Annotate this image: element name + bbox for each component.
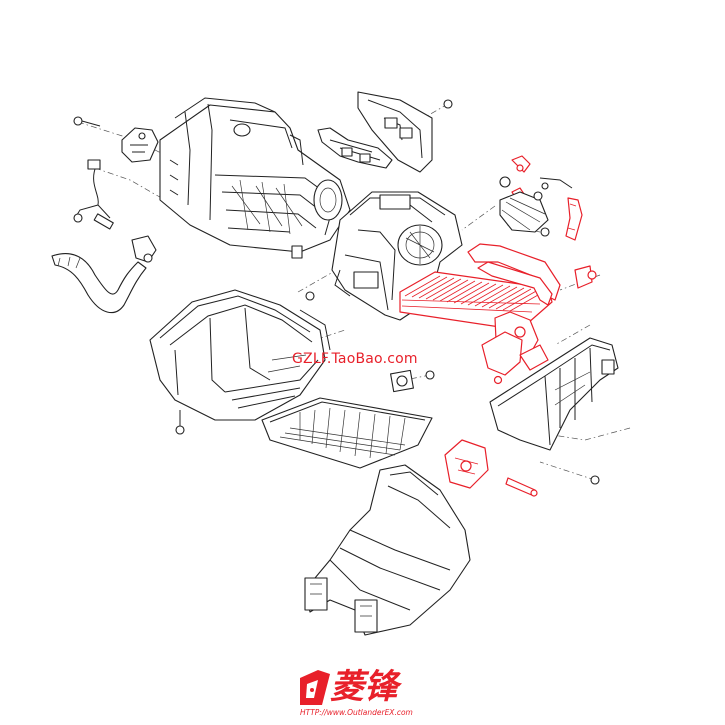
heater-core-highlighted — [399, 243, 597, 385]
linkage-parts-highlighted — [511, 155, 583, 241]
screw-top-left — [73, 116, 101, 127]
damper-actuator-left — [121, 127, 159, 163]
resistor-module — [317, 127, 393, 169]
air-filter — [261, 397, 433, 469]
foot-duct-right — [489, 337, 619, 485]
wire-harness-left — [73, 159, 114, 230]
heater-core-fins — [401, 275, 546, 313]
watermark-text: GZLF.TaoBao.com — [292, 351, 418, 367]
mode-actuator-highlighted — [444, 439, 538, 497]
temp-sensor — [390, 369, 435, 393]
upper-blower-case — [159, 97, 351, 259]
lower-air-mixing-case — [149, 289, 331, 435]
rear-floor-duct — [304, 464, 471, 636]
top-bracket — [357, 91, 453, 173]
brand-url: HTTP://www.OutlanderEX.com — [300, 708, 413, 717]
damper-gear — [499, 176, 573, 237]
brand-logo-mark — [300, 670, 330, 705]
drain-clip — [131, 235, 157, 263]
brand-logo-text: 菱锋 — [330, 667, 398, 707]
drain-hose — [51, 253, 147, 314]
